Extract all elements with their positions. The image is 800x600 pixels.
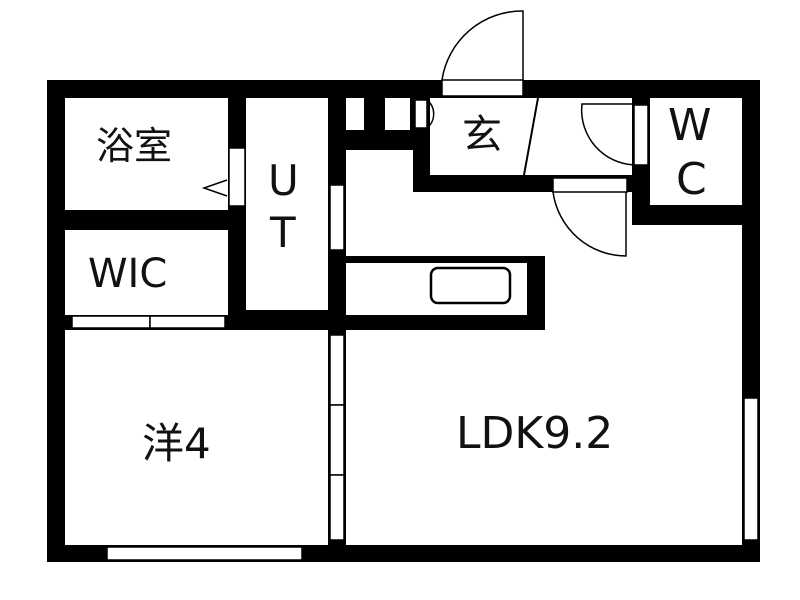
front-door <box>441 10 524 97</box>
room-ut <box>246 98 328 310</box>
western-window <box>106 546 303 561</box>
label-ldk: LDK9.2 <box>456 408 614 459</box>
label-bath: 浴室 <box>96 124 173 168</box>
room-ldk-3 <box>346 150 413 195</box>
storage-2 <box>385 98 410 130</box>
ldk-door <box>552 177 628 257</box>
room-ldk-2 <box>632 225 742 545</box>
western-sliding-doors <box>329 334 345 541</box>
label-entrance: 玄 <box>462 112 502 158</box>
label-wc-c: C <box>676 154 707 205</box>
room-bath <box>65 98 228 210</box>
label-wc-w: W <box>668 100 712 151</box>
storage-1 <box>346 98 364 130</box>
room-wic <box>65 230 228 315</box>
ut-sliding-door <box>329 184 345 251</box>
label-western: 洋4 <box>142 419 211 468</box>
wic-doors <box>71 315 226 329</box>
ldk-window <box>743 397 759 541</box>
room-wc <box>650 98 742 205</box>
room-ldk <box>346 192 632 545</box>
label-wic: WIC <box>88 251 168 297</box>
room-western <box>65 330 328 545</box>
sink <box>429 266 512 305</box>
wc-door <box>580 103 649 166</box>
label-ut-u: U <box>268 156 299 205</box>
label-ut-t: T <box>270 208 296 257</box>
